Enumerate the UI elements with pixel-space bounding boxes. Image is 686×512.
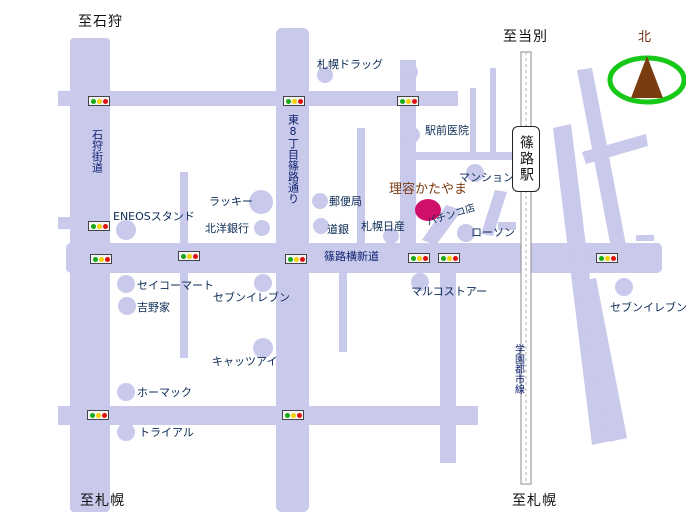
dot-mansion	[466, 164, 484, 182]
road-minor-3	[357, 128, 365, 244]
destination-label: 理容かたやま	[389, 182, 468, 197]
road-diagonal-5	[481, 190, 507, 236]
compass-label: 北	[638, 30, 652, 45]
traffic-signal-icon	[596, 253, 618, 263]
dot-yoshinoya	[118, 297, 136, 315]
traffic-signal-icon	[87, 410, 109, 420]
dot-lawson	[457, 224, 475, 242]
traffic-signal-icon	[282, 410, 304, 420]
dot-road	[402, 64, 418, 80]
dot-catseye	[253, 338, 273, 358]
road-label-higashi8: 東8丁目篠路通り	[286, 114, 300, 204]
road-top	[58, 91, 458, 106]
direction-bottom-right: 至札幌	[512, 493, 557, 509]
landmark-sapporo-drug: 札幌ドラッグ	[317, 58, 383, 71]
landmark-seicomart: セイコーマート	[137, 279, 214, 292]
dot-nissan	[383, 228, 399, 244]
dot-dogin	[313, 218, 329, 234]
traffic-signal-icon	[178, 251, 200, 261]
railway	[520, 51, 532, 485]
landmark-trial: トライアル	[139, 426, 194, 439]
landmark-ekimae-iin: 駅前医院	[425, 124, 469, 137]
landmark-seven-eleven-2: セブンイレブン	[610, 301, 686, 314]
road-minor-10	[636, 235, 654, 241]
road-diagonal-3	[578, 278, 627, 442]
road-minor-8	[402, 152, 515, 160]
destination-marker	[415, 199, 441, 221]
direction-top-right: 至当別	[503, 29, 548, 45]
dot-eneos	[116, 220, 136, 240]
road-minor-7	[490, 68, 496, 158]
traffic-signal-icon	[408, 253, 430, 263]
road-diagonal-6	[422, 205, 462, 245]
dot-lucky	[249, 190, 273, 214]
landmark-post-office: 郵便局	[329, 195, 362, 208]
road-minor-6	[470, 88, 476, 158]
landmark-marco-store: マルコストアー	[411, 285, 488, 298]
traffic-signal-icon	[283, 96, 305, 106]
station-sign: 篠路駅	[512, 126, 540, 192]
road-diagonal-4	[582, 134, 648, 164]
landmark-eneos: ENEOSスタンド	[113, 210, 195, 223]
dot-ekimae-iin	[404, 127, 420, 143]
traffic-signal-icon	[88, 221, 110, 231]
compass	[607, 55, 686, 105]
road-network	[58, 28, 662, 512]
landmark-mansion: マンション	[459, 171, 514, 184]
landmark-sapporo-nissan: 札幌日産	[361, 220, 405, 233]
road-minor-2	[339, 272, 347, 352]
dot-seven-1	[254, 274, 272, 292]
landmark-lucky: ラッキー	[209, 195, 253, 208]
road-minor-1	[180, 172, 188, 358]
dot-post-office	[312, 193, 328, 209]
dot-homac	[117, 383, 135, 401]
traffic-signal-icon	[438, 253, 460, 263]
landmark-seven-eleven-1: セブンイレブン	[213, 291, 290, 304]
road-label-shinoro-yoko-shindo: 篠路横新道	[324, 250, 379, 263]
landmark-hokuyo-bank: 北洋銀行	[205, 222, 249, 235]
road-ishikari-kaido	[70, 38, 110, 512]
road-stub-left	[58, 217, 88, 229]
road-label-gakuen-toshi-line: 学園都市線	[512, 344, 524, 394]
road-minor-9	[498, 222, 516, 230]
dot-hokuyo	[254, 220, 270, 236]
landmark-homac: ホーマック	[137, 386, 192, 399]
landmark-catseye: キャッツアイ	[212, 355, 278, 368]
direction-bottom-left: 至札幌	[80, 493, 125, 509]
dot-seicomart	[117, 275, 135, 293]
traffic-signal-icon	[90, 254, 112, 264]
road-label-ishikari-kaido: 石狩街道	[90, 129, 104, 173]
dot-marco	[411, 273, 429, 291]
landmark-lawson: ローソン	[471, 226, 515, 239]
dot-trial	[117, 423, 135, 441]
dot-sapporo-drug	[317, 67, 333, 83]
landmark-yoshinoya: 吉野家	[137, 301, 170, 314]
traffic-signal-icon	[285, 254, 307, 264]
road-bottom	[58, 406, 478, 425]
road-shinoro-yoko-shindo	[66, 243, 662, 273]
dot-seven-2	[615, 278, 633, 296]
road-minor-5	[440, 258, 456, 463]
direction-top-left: 至石狩	[78, 14, 123, 30]
traffic-signal-icon	[88, 96, 110, 106]
landmark-dogin: 道銀	[327, 223, 349, 236]
traffic-signal-icon	[397, 96, 419, 106]
